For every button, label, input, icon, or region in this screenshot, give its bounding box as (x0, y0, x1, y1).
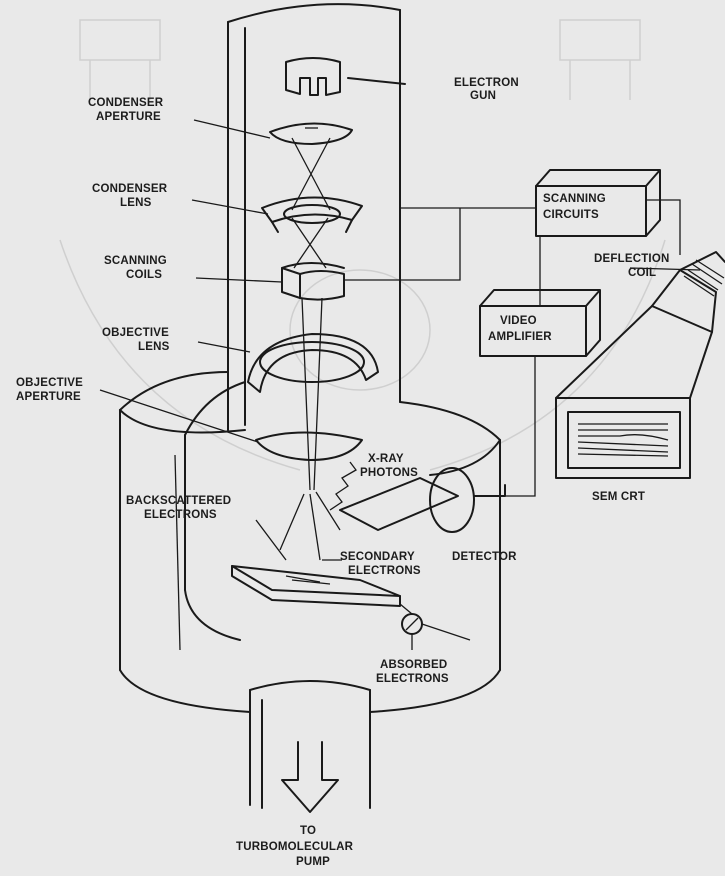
electron-gun (286, 58, 405, 95)
label-pump-2: TURBOMOLECULAR (236, 841, 354, 853)
label-deflection-coil-1: DEFLECTION (594, 253, 669, 265)
label-video-amplifier-1: VIDEO (500, 315, 537, 327)
electron-beam (292, 138, 330, 490)
label-electron-gun-1: ELECTRON (454, 77, 519, 89)
label-pump-3: PUMP (296, 856, 330, 868)
label-backscattered-2: ELECTRONS (144, 509, 217, 521)
label-absorbed-1: ABSORBED (380, 659, 447, 671)
absorbed-meter (400, 604, 470, 650)
label-objective-aperture-2: APERTURE (16, 391, 81, 403)
label-objective-lens-1: OBJECTIVE (102, 327, 169, 339)
label-pump-1: TO (300, 825, 316, 837)
label-backscattered-1: BACKSCATTERED (126, 495, 231, 507)
labels: ELECTRON GUN CONDENSER APERTURE CONDENSE… (16, 77, 669, 868)
label-absorbed-2: ELECTRONS (376, 673, 449, 685)
label-xray-photons-1: X-RAY (368, 453, 404, 465)
scanning-coils (282, 263, 344, 300)
label-scanning-coils-2: COILS (126, 269, 162, 281)
label-condenser-lens-1: CONDENSER (92, 183, 168, 195)
label-sem-crt: SEM CRT (592, 491, 645, 503)
label-scanning-circuits-1: SCANNING (543, 193, 606, 205)
label-condenser-lens-2: LENS (120, 197, 152, 209)
objective-lens (248, 334, 378, 392)
specimen-stage (232, 492, 400, 606)
label-xray-photons-2: PHOTONS (360, 467, 418, 479)
label-objective-aperture-1: OBJECTIVE (16, 377, 83, 389)
label-scanning-circuits-2: CIRCUITS (543, 209, 599, 221)
pump-pipe (250, 681, 370, 812)
label-objective-lens-2: LENS (138, 341, 170, 353)
wiring (344, 200, 680, 496)
xray-path-icon (330, 462, 356, 510)
label-secondary-2: ELECTRONS (348, 565, 421, 577)
label-deflection-coil-2: COIL (628, 267, 656, 279)
label-video-amplifier-2: AMPLIFIER (488, 331, 552, 343)
label-scanning-coils-1: SCANNING (104, 255, 167, 267)
label-condenser-aperture-2: APERTURE (96, 111, 161, 123)
label-secondary-1: SECONDARY (340, 551, 415, 563)
condenser-lens (262, 197, 362, 232)
label-condenser-aperture-1: CONDENSER (88, 97, 164, 109)
watermark (60, 20, 665, 470)
label-electron-gun-2: GUN (470, 90, 496, 102)
sem-crt (556, 252, 725, 478)
label-detector: DETECTOR (452, 551, 517, 563)
condenser-aperture (270, 123, 352, 144)
